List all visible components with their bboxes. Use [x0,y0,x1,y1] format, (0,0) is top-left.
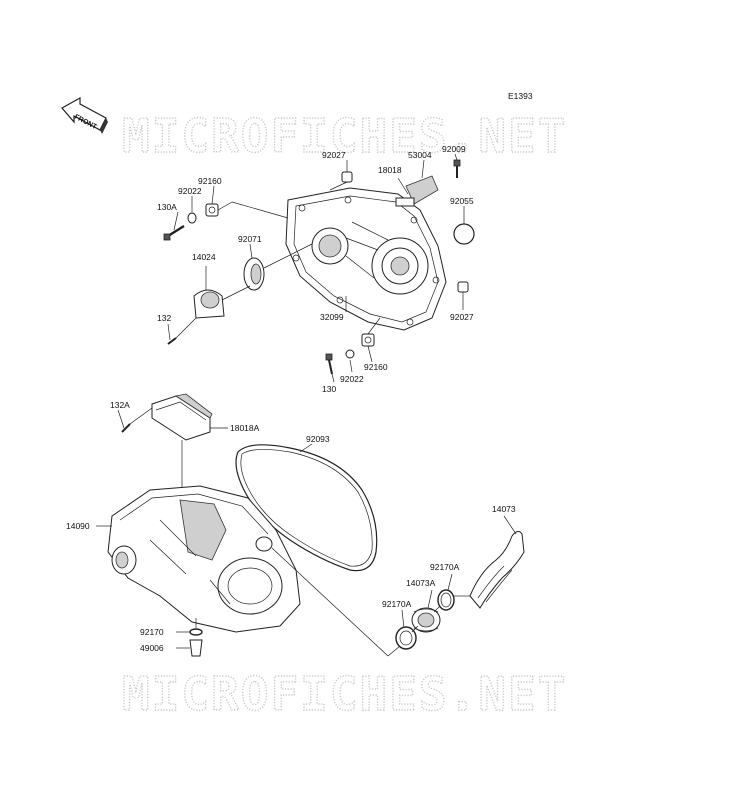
assembly-lines [411,595,470,633]
sleeve-14073A [411,589,441,633]
label-14073: 14073 [492,504,516,514]
nut-92027-top [329,160,353,191]
clamp-92170A-lower [395,609,417,650]
label-32099: 32099 [320,312,344,322]
label-92170A-lower: 92170A [382,599,412,609]
label-14090: 14090 [66,521,90,531]
label-14024: 14024 [192,252,216,262]
watermark-bottom: MICROFICHES.NET [122,667,567,721]
nut-92027-right [457,281,469,310]
duct-18018A [117,393,228,520]
inner-cover-32099 [285,187,447,331]
label-92170A-upper: 92170A [430,562,460,572]
label-18018A: 18018A [230,423,260,433]
label-132: 132 [157,313,171,323]
cap-14024 [193,266,251,319]
fasteners-lower-center [325,317,381,383]
label-92160-bottom: 92160 [364,362,388,372]
o-ring-92055 [453,206,475,245]
clamp-92170-hose-49006 [176,618,203,657]
front-arrow-icon: FRONT [61,96,108,134]
label-49006: 49006 [140,643,164,653]
label-132A: 132A [110,400,130,410]
watermark-top: MICROFICHES.NET [122,109,567,163]
clamp-92170A-upper [437,573,455,611]
label-92093: 92093 [306,434,330,444]
label-92022-top: 92022 [178,186,202,196]
label-130: 130 [322,384,336,394]
bracket-53004 [395,159,439,207]
label-92027-top: 92027 [322,150,346,160]
bolt-92009 [453,153,461,178]
duct-14073 [469,515,525,609]
fasteners-upper-left [163,185,289,241]
outer-cover-14090 [96,485,401,657]
label-92009: 92009 [442,144,466,154]
label-92071: 92071 [238,234,262,244]
label-130A: 130A [157,202,177,212]
label-14073A: 14073A [406,578,436,588]
label-92170: 92170 [140,627,164,637]
diagram-code: E1393 [508,91,533,101]
label-92160-top: 92160 [198,176,222,186]
label-18018: 18018 [378,165,402,175]
bolt-132 [167,317,197,345]
label-92027-right: 92027 [450,312,474,322]
label-53004: 53004 [408,150,432,160]
label-92055: 92055 [450,196,474,206]
seal-92071 [243,243,313,291]
label-92022-bottom: 92022 [340,374,364,384]
